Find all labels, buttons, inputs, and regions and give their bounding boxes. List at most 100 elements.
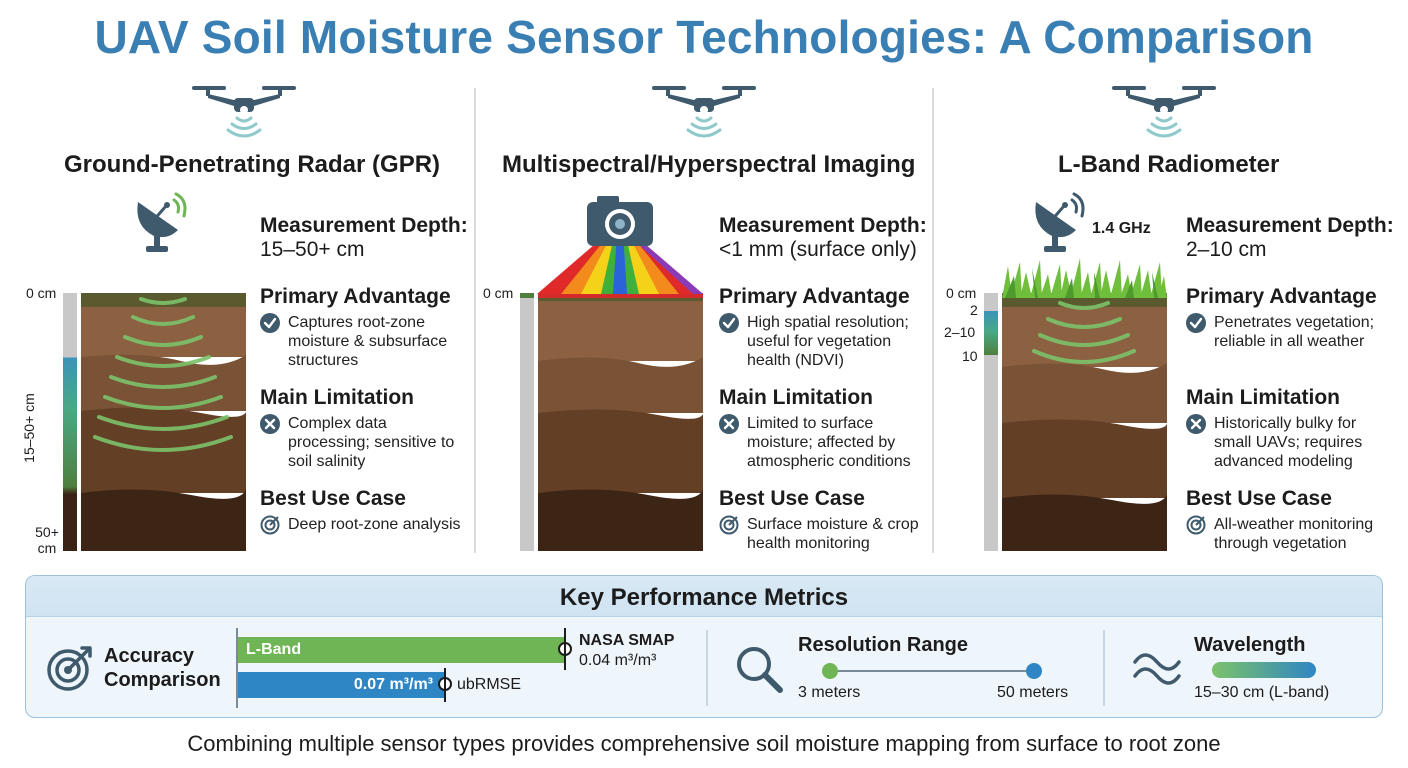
advantage-heading: Primary Advantage	[1186, 285, 1377, 308]
lband-bar: L-Band	[238, 637, 565, 663]
depth-label-top: 0 cm	[946, 285, 977, 301]
depth-scale-bar	[520, 293, 534, 551]
depth-label-bottom: 50+ cm	[35, 524, 59, 556]
usecase-text: Deep root-zone analysis	[288, 516, 461, 533]
page-title: UAV Soil Moisture Sensor Technologies: A…	[94, 11, 1314, 63]
radar-dish-icon	[1035, 192, 1085, 252]
depth-label-10: 10	[962, 348, 978, 364]
grass-icon	[1002, 258, 1167, 298]
soil-profile	[81, 293, 246, 551]
limitation-block: Main Limitation Complex data processing;…	[260, 386, 465, 471]
metrics-title: Key Performance Metrics	[559, 584, 849, 611]
depth-info: Measurement Depth: 2–10 cm	[1186, 214, 1401, 262]
depth-heading: Measurement Depth:	[260, 214, 468, 237]
limitation-block: Main Limitation Limited to surface moist…	[719, 386, 934, 471]
frequency-label: 1.4 GHz	[1092, 220, 1151, 237]
usecase-block: Best Use Case Surface moisture & crop he…	[719, 487, 934, 553]
limitation-block: Main Limitation Historically bulky for s…	[1186, 386, 1396, 471]
accuracy-label: Accuracy Comparison	[104, 645, 221, 691]
target-icon	[260, 515, 280, 535]
check-icon	[1186, 313, 1206, 333]
advantage-heading: Primary Advantage	[719, 285, 910, 308]
camera-icon	[537, 196, 703, 294]
smap-ref-name: NASA SMAP	[579, 632, 675, 649]
depth-info: Measurement Depth: 15–50+ cm	[260, 214, 470, 262]
usecase-text: All-weather monitoring through vegetatio…	[1214, 516, 1374, 552]
resolution-min-dot	[822, 663, 838, 679]
wavelength-bar	[1212, 662, 1316, 678]
limitation-text: Historically bulky for small UAVs; requi…	[1214, 415, 1363, 470]
x-icon	[260, 414, 280, 434]
metrics-divider	[1103, 630, 1105, 706]
resolution-title: Resolution Range	[798, 634, 969, 656]
resolution-track	[830, 670, 1034, 672]
column-divider	[474, 88, 476, 553]
limitation-heading: Main Limitation	[260, 386, 414, 409]
advantage-heading: Primary Advantage	[260, 285, 451, 308]
wave-icon	[1133, 653, 1181, 685]
depth-value: 2–10 cm	[1186, 238, 1267, 261]
resolution-max: 50 meters	[997, 684, 1069, 701]
drone-icon	[192, 86, 296, 138]
rmse-ref: ubRMSE	[457, 676, 522, 693]
lband-title: L-Band Radiometer	[1058, 151, 1280, 178]
multispectral-title: Multispectral/Hyperspectral Imaging	[502, 151, 916, 178]
magnifier-icon	[737, 647, 783, 693]
gpr-column: Ground-Penetrating Radar (GPR) 0 cm 15–5…	[0, 80, 468, 560]
usecase-block: Best Use Case All-weather monitoring thr…	[1186, 487, 1396, 553]
smap-marker-line	[564, 628, 566, 670]
metrics-panel: Key Performance Metrics Accuracy Compari…	[25, 575, 1383, 718]
rmse-marker-line	[444, 668, 446, 702]
depth-label-top: 0 cm	[483, 285, 514, 301]
depth-scale-bar	[63, 293, 77, 551]
depth-heading: Measurement Depth:	[719, 214, 927, 237]
advantage-text: High spatial resolution; useful for vege…	[747, 314, 909, 369]
wavelength-title: Wavelength	[1194, 634, 1306, 656]
depth-heading: Measurement Depth:	[1186, 214, 1394, 237]
limitation-heading: Main Limitation	[719, 386, 873, 409]
limitation-text: Limited to surface moisture; affected by…	[747, 415, 911, 470]
wavelength-value: 15–30 cm (L-band)	[1194, 684, 1330, 701]
drone-icon	[652, 86, 756, 138]
multispectral-column: Multispectral/Hyperspectral Imaging 0 cm…	[476, 80, 944, 560]
advantage-text: Penetrates vegetation; reliable in all w…	[1214, 314, 1375, 350]
footer-caption: Combining multiple sensor types provides…	[187, 731, 1221, 756]
x-icon	[719, 414, 739, 434]
advantage-text: Captures root-zone moisture & subsurface…	[288, 314, 448, 369]
depth-info: Measurement Depth: <1 mm (surface only)	[719, 214, 934, 262]
depth-scale-bar	[984, 293, 998, 551]
resolution-min: 3 meters	[798, 684, 861, 701]
lband-column: L-Band Radiometer 1.4 GHz 0 cm 2 2–10 10	[934, 80, 1402, 560]
depth-label-top: 0 cm	[26, 285, 57, 301]
rmse-bar: 0.07 m³/m³	[238, 672, 445, 698]
check-icon	[260, 313, 280, 333]
depth-value: <1 mm (surface only)	[719, 238, 917, 261]
x-icon	[1186, 414, 1206, 434]
metrics-divider	[706, 630, 708, 706]
check-icon	[719, 313, 739, 333]
usecase-heading: Best Use Case	[260, 487, 406, 510]
advantage-block: Primary Advantage Penetrates vegetation;…	[1186, 285, 1396, 351]
advantage-block: Primary Advantage High spatial resolutio…	[719, 285, 934, 370]
usecase-heading: Best Use Case	[719, 487, 865, 510]
usecase-text: Surface moisture & crop health monitorin…	[747, 516, 919, 552]
gpr-title: Ground-Penetrating Radar (GPR)	[64, 151, 441, 178]
depth-label-2-10: 2–10	[944, 324, 976, 340]
target-icon	[1186, 515, 1206, 535]
limitation-text: Complex data processing; sensitive to so…	[288, 415, 455, 470]
soil-profile	[1002, 293, 1167, 551]
depth-value: 15–50+ cm	[260, 238, 365, 261]
radar-dish-icon	[137, 192, 187, 252]
column-divider	[932, 88, 934, 553]
resolution-max-dot	[1026, 663, 1042, 679]
accuracy-axis	[236, 628, 238, 708]
depth-label-mid: 15–50+ cm	[20, 393, 37, 463]
target-icon	[47, 646, 92, 691]
usecase-heading: Best Use Case	[1186, 487, 1332, 510]
rmse-bar-value: 0.07 m³/m³	[353, 676, 433, 693]
drone-icon	[1112, 86, 1216, 138]
depth-label-2: 2	[970, 302, 978, 318]
smap-ref-value: 0.04 m³/m³	[579, 652, 657, 669]
usecase-block: Best Use Case Deep root-zone analysis	[260, 487, 465, 535]
target-icon	[719, 515, 739, 535]
